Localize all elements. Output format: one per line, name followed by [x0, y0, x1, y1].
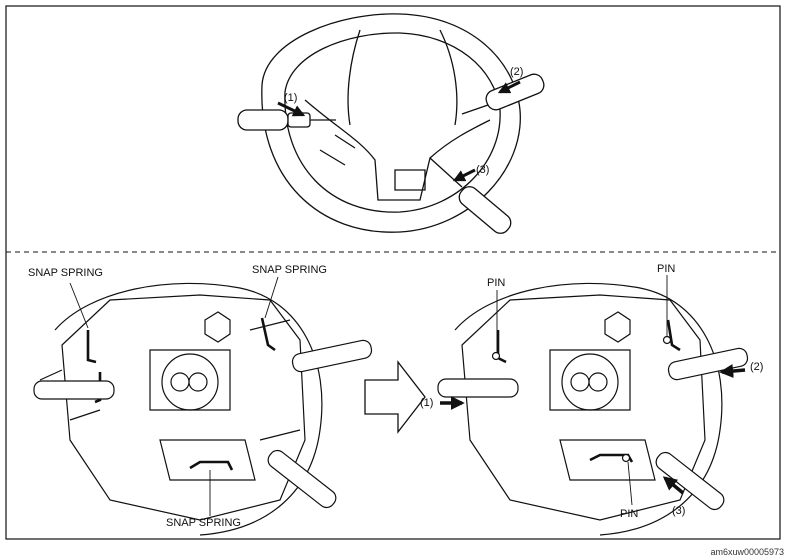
rear-view-right	[454, 282, 723, 536]
label-step-3-bottom: (3)	[672, 505, 686, 517]
leaders-right	[496, 275, 668, 506]
label-pin-bottom: PIN	[620, 508, 639, 520]
label-snap-spring-bottom: SNAP SPRING	[166, 517, 241, 529]
snap-springs-left	[86, 317, 276, 471]
label-pin-left: PIN	[487, 277, 506, 289]
screwdriver-1	[237, 109, 336, 131]
push-arrows-right	[440, 364, 746, 495]
arrow-1	[277, 101, 306, 117]
label-step-1-top: (1)	[284, 92, 298, 104]
pin-markers	[491, 335, 672, 463]
tools-right	[437, 347, 749, 511]
tools-left	[33, 339, 373, 509]
arrow-2	[497, 80, 521, 94]
direction-arrow	[364, 360, 426, 434]
rear-view-left	[39, 282, 323, 536]
label-step-2-top: (2)	[510, 66, 524, 78]
arrow-3	[452, 168, 476, 182]
steering-wheel-top-view	[261, 13, 521, 233]
pins-right	[496, 319, 681, 463]
screwdriver-3	[429, 157, 512, 234]
label-snap-spring-right: SNAP SPRING	[252, 264, 327, 276]
label-step-3-top: (3)	[476, 164, 490, 176]
leaders-left	[69, 276, 279, 516]
label-step-1-bottom: (1)	[420, 397, 434, 409]
screwdriver-2	[461, 73, 545, 115]
label-step-2-bottom: (2)	[750, 361, 764, 373]
label-snap-spring-left: SNAP SPRING	[28, 267, 103, 279]
image-code: am6xuw00005973	[710, 547, 784, 557]
label-pin-right: PIN	[657, 263, 676, 275]
figure-frame	[5, 5, 781, 540]
